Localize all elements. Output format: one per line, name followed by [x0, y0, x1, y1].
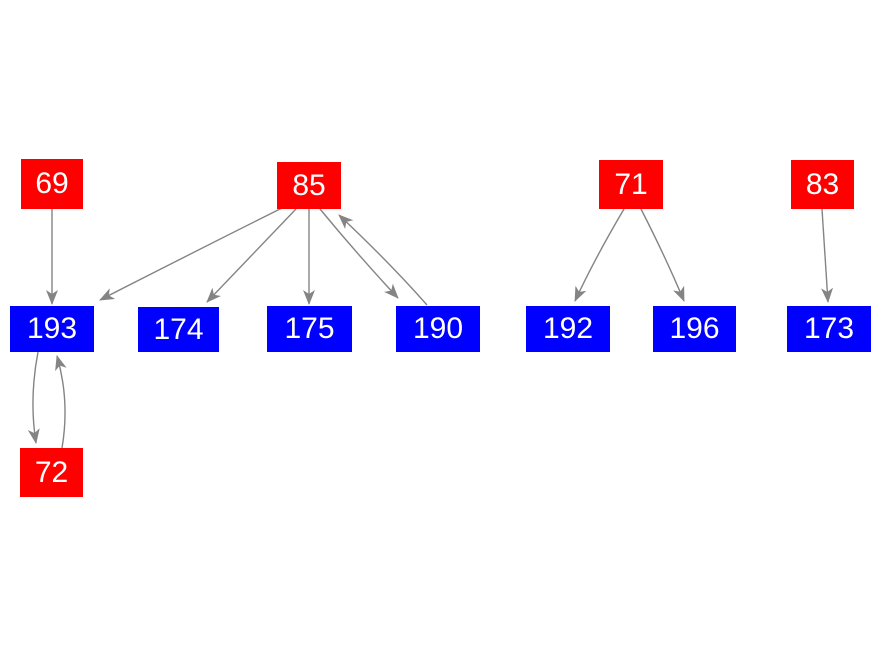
edge-85-190: [319, 208, 399, 299]
node-label: 196: [669, 312, 720, 345]
edge-72-193: [55, 355, 67, 449]
edge-190-85: [338, 214, 428, 306]
edge-85-193: [99, 207, 283, 301]
edges-group: [27, 207, 834, 449]
node-190[interactable]: 190: [396, 306, 480, 352]
node-label: 174: [153, 312, 204, 346]
node-85[interactable]: 85: [277, 162, 341, 209]
node-175[interactable]: 175: [267, 306, 352, 352]
node-label: 173: [803, 312, 855, 345]
node-193[interactable]: 193: [10, 306, 94, 352]
edge-83-173: [821, 208, 834, 303]
node-label: 193: [26, 312, 78, 345]
node-83[interactable]: 83: [791, 160, 854, 209]
edge-71-192: [574, 208, 625, 302]
node-69[interactable]: 69: [21, 159, 83, 209]
edge-71-196: [640, 208, 685, 302]
node-label: 192: [542, 312, 594, 345]
node-71[interactable]: 71: [599, 160, 663, 209]
node-174[interactable]: 174: [138, 307, 219, 352]
edge-85-174: [206, 208, 297, 303]
node-label: 190: [412, 312, 464, 345]
node-label: 72: [34, 455, 69, 489]
node-72[interactable]: 72: [20, 448, 83, 497]
node-label: 69: [35, 167, 69, 200]
node-196[interactable]: 196: [653, 306, 736, 352]
node-label: 71: [614, 167, 648, 201]
node-label: 83: [805, 167, 840, 201]
node-label: 85: [292, 168, 326, 202]
node-192[interactable]: 192: [526, 306, 610, 352]
edge-193-72: [27, 351, 40, 444]
node-173[interactable]: 173: [787, 306, 871, 352]
node-label: 175: [284, 312, 335, 345]
